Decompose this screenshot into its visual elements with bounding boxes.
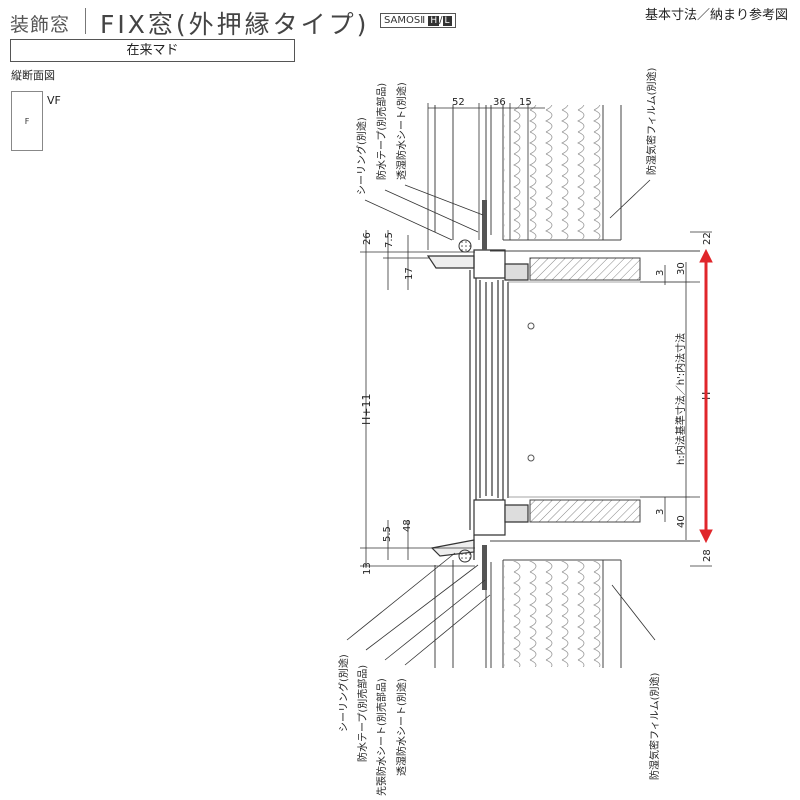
dim-left-48: 48 <box>402 519 413 532</box>
product-slash: / <box>439 15 443 26</box>
label-bottom-sheet: 透湿防水シート(別途) <box>395 678 408 776</box>
insulation-top <box>504 105 602 239</box>
label-top-sheet: 透湿防水シート(別途) <box>395 82 408 180</box>
window-type-label: VF <box>47 94 61 107</box>
label-bottom-film: 防湿気密フィルム(別途) <box>648 672 661 780</box>
label-top-film: 防湿気密フィルム(別途) <box>645 67 658 175</box>
dim-left-17: 17 <box>404 267 415 280</box>
right-dimensions <box>640 231 712 567</box>
dim-top-36: 36 <box>493 97 506 108</box>
label-bottom-tape: 防水テープ(別売部品) <box>356 665 369 762</box>
category-label: 装飾窓 <box>10 14 71 36</box>
thumbnail-glass-label: F <box>24 117 30 126</box>
dim-right-3b: 3 <box>655 509 666 515</box>
product-prefix: SAMOSⅡ <box>384 15 426 26</box>
label-bottom-sealing: シーリング(別途) <box>337 654 350 732</box>
dim-left-13: 13 <box>362 562 373 575</box>
dim-left-75: 7.5 <box>384 232 395 248</box>
dim-right-28: 28 <box>702 549 713 562</box>
construction-type-selector[interactable]: 在来マド <box>10 39 295 62</box>
dim-right-22: 22 <box>702 232 713 245</box>
dim-right-30: 30 <box>676 262 687 275</box>
dim-left-55: 5.5 <box>382 526 393 542</box>
dim-right-40: 40 <box>676 515 687 528</box>
header-divider <box>85 8 86 34</box>
left-dimensions <box>360 230 475 568</box>
dim-left-h11: H+11 <box>360 394 373 426</box>
product-tag: SAMOSⅡ H/L <box>380 13 456 28</box>
head-timber <box>529 257 641 281</box>
page-title: FIX窓(外押縁タイプ) <box>100 10 370 39</box>
product-badge-l: L <box>442 16 452 26</box>
dim-top-52: 52 <box>452 97 465 108</box>
top-dimensions <box>427 103 545 250</box>
dim-top-15: 15 <box>519 97 532 108</box>
window-thumbnail[interactable]: F <box>11 91 43 151</box>
insulation-bottom <box>504 561 602 667</box>
dim-right-inner: h:内法基準寸法／h':内法寸法 <box>674 333 687 465</box>
label-bottom-sakibari: 先張防水シート(別売部品) <box>375 678 388 796</box>
sill-timber <box>529 499 641 523</box>
section-label: 縦断面図 <box>11 69 55 82</box>
product-badge-h: H <box>428 16 440 26</box>
label-top-sealing: シーリング(別途) <box>355 117 368 195</box>
dim-right-3a: 3 <box>655 270 666 276</box>
height-arrow <box>699 248 713 544</box>
reference-label: 基本寸法／納まり参考図 <box>644 8 788 23</box>
dim-left-26: 26 <box>362 232 373 245</box>
label-top-tape: 防水テープ(別売部品) <box>375 83 388 180</box>
window-frame <box>426 249 529 560</box>
